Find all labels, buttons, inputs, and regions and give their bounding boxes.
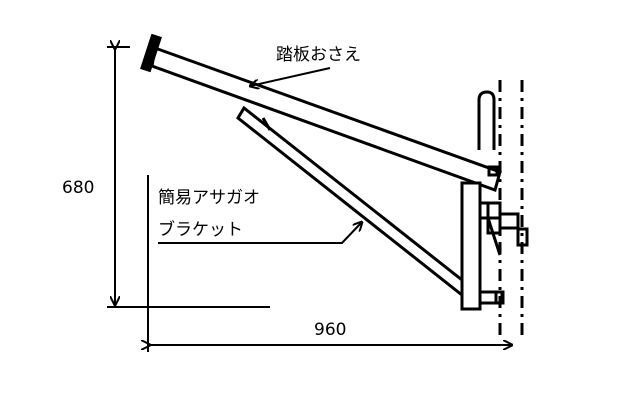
label-width: 960 bbox=[314, 320, 347, 340]
label-bracket-line1: 簡易アサガオ bbox=[158, 188, 260, 208]
board-holder-clip bbox=[487, 165, 499, 177]
clamp-upper bbox=[478, 201, 502, 220]
center-lines bbox=[498, 80, 524, 340]
vertical-post bbox=[460, 181, 482, 311]
leader-board-holder bbox=[250, 67, 331, 86]
label-height: 680 bbox=[62, 178, 95, 198]
label-bracket-line2: ブラケット bbox=[158, 220, 243, 240]
board-holder-cap bbox=[140, 33, 162, 73]
leader-bracket bbox=[158, 222, 362, 244]
scaffold-pipe bbox=[477, 90, 496, 150]
label-board-holder: 踏板おさえ bbox=[276, 45, 361, 65]
